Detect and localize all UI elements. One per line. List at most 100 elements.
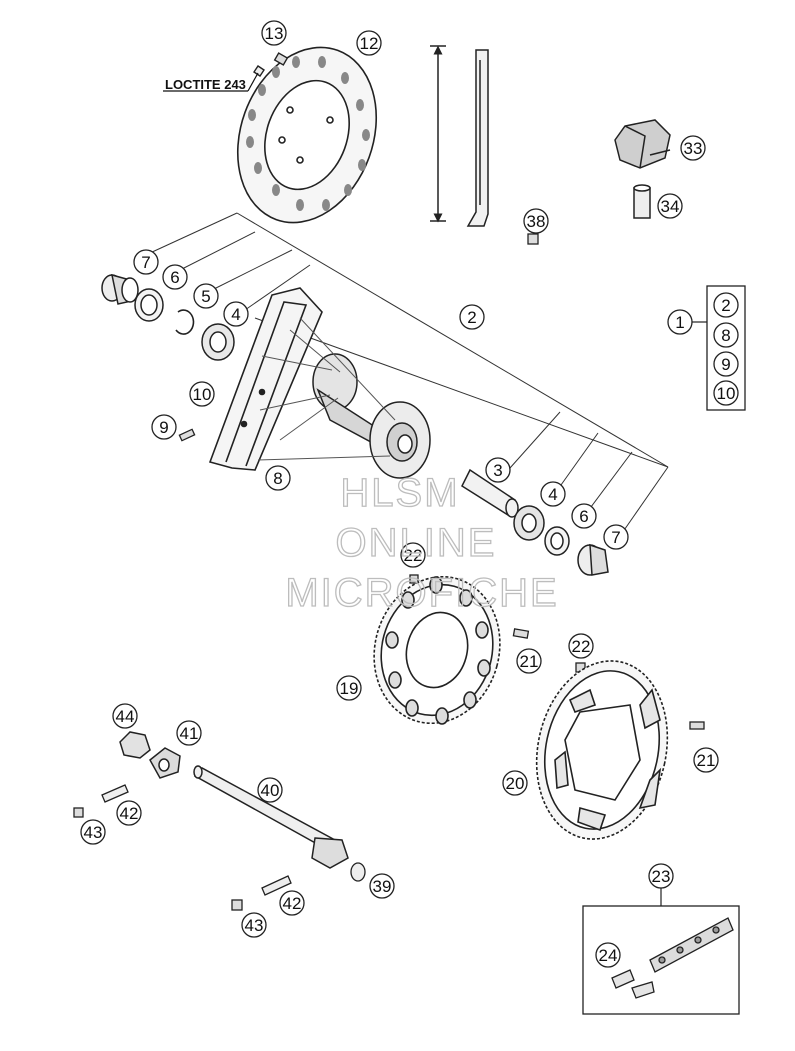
svg-text:42: 42 [120,804,139,823]
callout-43-upper: 43 [80,819,106,845]
callout-38: 38 [523,208,549,234]
callout-3: 3 [485,457,511,483]
chain-kit-box [582,888,740,1015]
callout-34: 34 [657,193,683,219]
callout-22-upper: 22 [400,542,426,568]
svg-text:3: 3 [493,461,502,480]
callout-42-upper: 42 [116,800,142,826]
svg-text:22: 22 [572,637,591,656]
svg-text:21: 21 [520,652,539,671]
adjuster-nuts [73,807,243,911]
svg-text:22: 22 [404,546,423,565]
svg-text:6: 6 [579,507,588,526]
callout-4-right: 4 [540,481,566,507]
adjuster-screws [101,784,292,896]
kit-item-2: 2 [713,292,739,318]
svg-text:21: 21 [697,751,716,770]
callout-39: 39 [369,873,395,899]
right-spacer-part [577,543,609,576]
callout-41: 41 [176,720,202,746]
svg-text:20: 20 [506,774,525,793]
callout-9: 9 [151,414,177,440]
svg-text:2: 2 [467,308,476,327]
callout-42-lower: 42 [279,890,305,916]
svg-text:39: 39 [373,877,392,896]
svg-text:2: 2 [721,296,730,315]
callout-13: 13 [261,20,287,46]
watermark-line-1: HLSM [340,471,459,515]
svg-text:23: 23 [652,867,671,886]
watermark: HLSM ONLINE MICROFICHE [285,470,558,615]
kit-item-10: 10 [713,380,739,406]
callout-20: 20 [502,770,528,796]
svg-text:34: 34 [661,197,680,216]
axle-part [193,765,349,869]
callout-4-left: 4 [223,301,249,327]
callout-23: 23 [648,863,674,889]
right-bearing-part [513,505,545,541]
hub-kit-box [692,285,746,411]
spoke-part [430,45,489,227]
svg-text:13: 13 [265,24,284,43]
left-spacer-part [101,273,139,305]
callout-7-right: 7 [603,524,629,550]
callout-6-right: 6 [571,503,597,529]
callout-2: 2 [459,304,485,330]
callout-24: 24 [595,942,621,968]
callout-5: 5 [193,283,219,309]
drive-chain-part [649,917,734,973]
watermark-line-3: MICROFICHE [285,571,558,615]
disc-bolt-part [253,52,289,77]
chain-adjuster-part [149,747,181,779]
callout-44: 44 [112,703,138,729]
left-circlip-part [175,309,195,335]
svg-text:4: 4 [548,485,557,504]
brake-disc-part [236,46,378,224]
callout-22-lower: 22 [568,633,594,659]
svg-text:12: 12 [360,34,379,53]
sprocket-bolts-nuts [409,574,705,730]
svg-text:8: 8 [273,469,282,488]
svg-text:9: 9 [721,355,730,374]
chain-link-part [611,969,655,999]
svg-text:38: 38 [527,212,546,231]
callout-33: 33 [680,135,706,161]
spoke-nipple-part [178,428,196,442]
callout-43-lower: 43 [241,912,267,938]
svg-text:8: 8 [721,326,730,345]
svg-text:40: 40 [261,781,280,800]
callout-10: 10 [189,381,215,407]
callout-8: 8 [265,465,291,491]
svg-text:7: 7 [141,253,150,272]
loctite-note: LOCTITE 243 [163,72,259,92]
sprocket-large-part [535,660,669,840]
svg-text:43: 43 [84,823,103,842]
svg-text:43: 43 [245,916,264,935]
axle-nut-part [119,731,151,759]
watermark-line-2: ONLINE [336,521,497,565]
svg-text:10: 10 [193,385,212,404]
svg-text:5: 5 [201,287,210,306]
svg-text:1: 1 [675,313,684,332]
hub-part [257,317,431,479]
callout-7-left: 7 [133,249,159,275]
svg-text:6: 6 [170,268,179,287]
left-bearing-part [201,323,235,361]
svg-text:41: 41 [180,724,199,743]
kit-item-9: 9 [713,351,739,377]
svg-text:4: 4 [231,305,240,324]
svg-text:7: 7 [611,528,620,547]
assembly-leader-lines [149,212,669,537]
svg-text:44: 44 [116,707,135,726]
right-seal-part [544,526,570,556]
callout-40: 40 [257,777,283,803]
callout-21-upper: 21 [516,648,542,674]
callout-21-lower: 21 [693,747,719,773]
svg-text:19: 19 [340,679,359,698]
svg-text:24: 24 [599,946,618,965]
svg-text:42: 42 [283,894,302,913]
callout-1: 1 [667,309,693,335]
callout-12: 12 [356,30,382,56]
